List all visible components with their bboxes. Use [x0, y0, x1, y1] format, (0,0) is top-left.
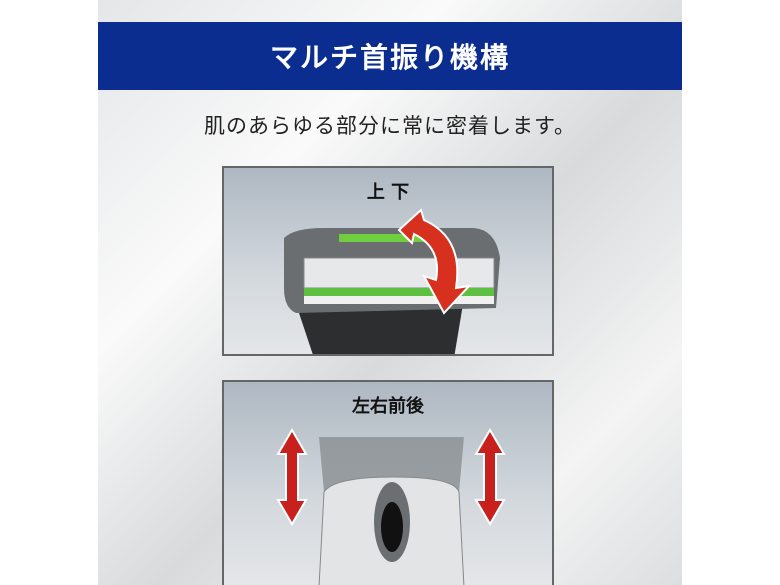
arrow-up-down-icon — [397, 208, 472, 315]
product-card: マルチ首振り機構 肌のあらゆる部分に常に密着します。 上 下 左右前後 — [98, 0, 682, 585]
title: マルチ首振り機構 — [269, 41, 510, 74]
arrow-right-icon — [474, 428, 506, 526]
shaver-front-image — [276, 428, 506, 585]
panel-label-up-down: 上 下 — [366, 182, 410, 203]
subtitle: 肌のあらゆる部分に常に密着します。 — [204, 114, 576, 138]
panel-up-down: 上 下 — [222, 166, 554, 356]
arrow-left-icon — [276, 428, 308, 526]
panel-label-tilt: 左右前後 — [352, 396, 424, 417]
panel-tilt: 左右前後 — [222, 380, 554, 585]
title-banner: マルチ首振り機構 — [98, 22, 682, 90]
shaver-head-image — [284, 208, 500, 354]
